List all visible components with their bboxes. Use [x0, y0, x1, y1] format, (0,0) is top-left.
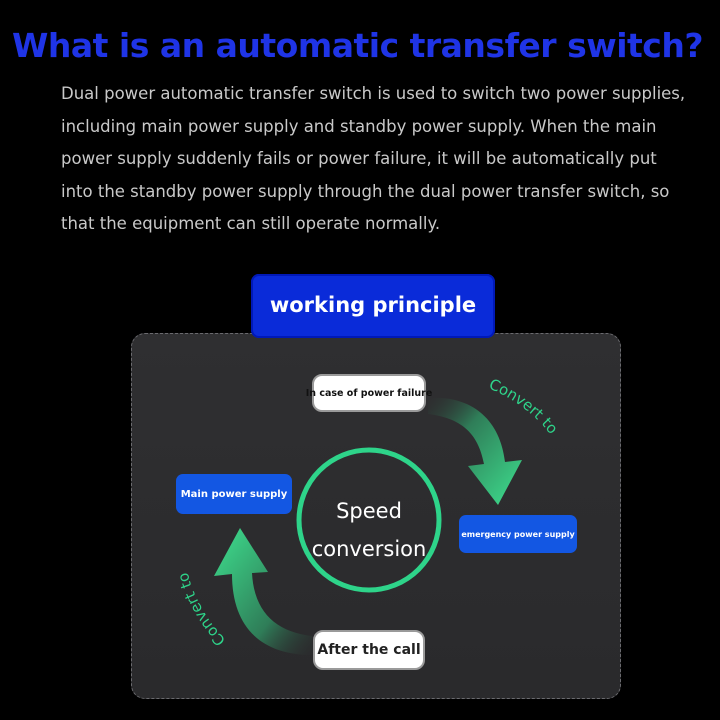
description-line: that the equipment can still operate nor…	[61, 214, 441, 233]
description-line: into the standby power supply through th…	[61, 181, 670, 201]
convert-to-label-top: Convert to	[486, 375, 561, 437]
node-after-the-call: After the call	[313, 630, 425, 670]
node-main-power-supply: Main power supply	[176, 474, 292, 514]
description: Dual power automatic transfer switch is …	[61, 78, 701, 241]
description-line: including main power supply and standby …	[61, 116, 657, 136]
center-line-1: Speed	[336, 499, 402, 523]
node-emergency-power-supply: emergency power supply	[459, 515, 577, 553]
speed-conversion-ring	[296, 447, 442, 593]
description-line: power supply suddenly fails or power fai…	[61, 149, 657, 168]
center-line-2: conversion	[311, 537, 427, 561]
curved-arrow-bottom-left	[214, 528, 312, 655]
node-power-failure: In case of power failure	[306, 374, 432, 412]
description-line: Dual power automatic transfer switch is …	[61, 84, 686, 103]
center-label: Speed conversion	[296, 476, 442, 584]
convert-to-label-bottom: Convert to	[174, 571, 229, 650]
curved-arrow-top-right	[428, 397, 522, 505]
page-title: What is an automatic transfer switch?	[12, 26, 703, 65]
section-label: working principle	[269, 293, 477, 317]
section-tab	[251, 274, 495, 338]
